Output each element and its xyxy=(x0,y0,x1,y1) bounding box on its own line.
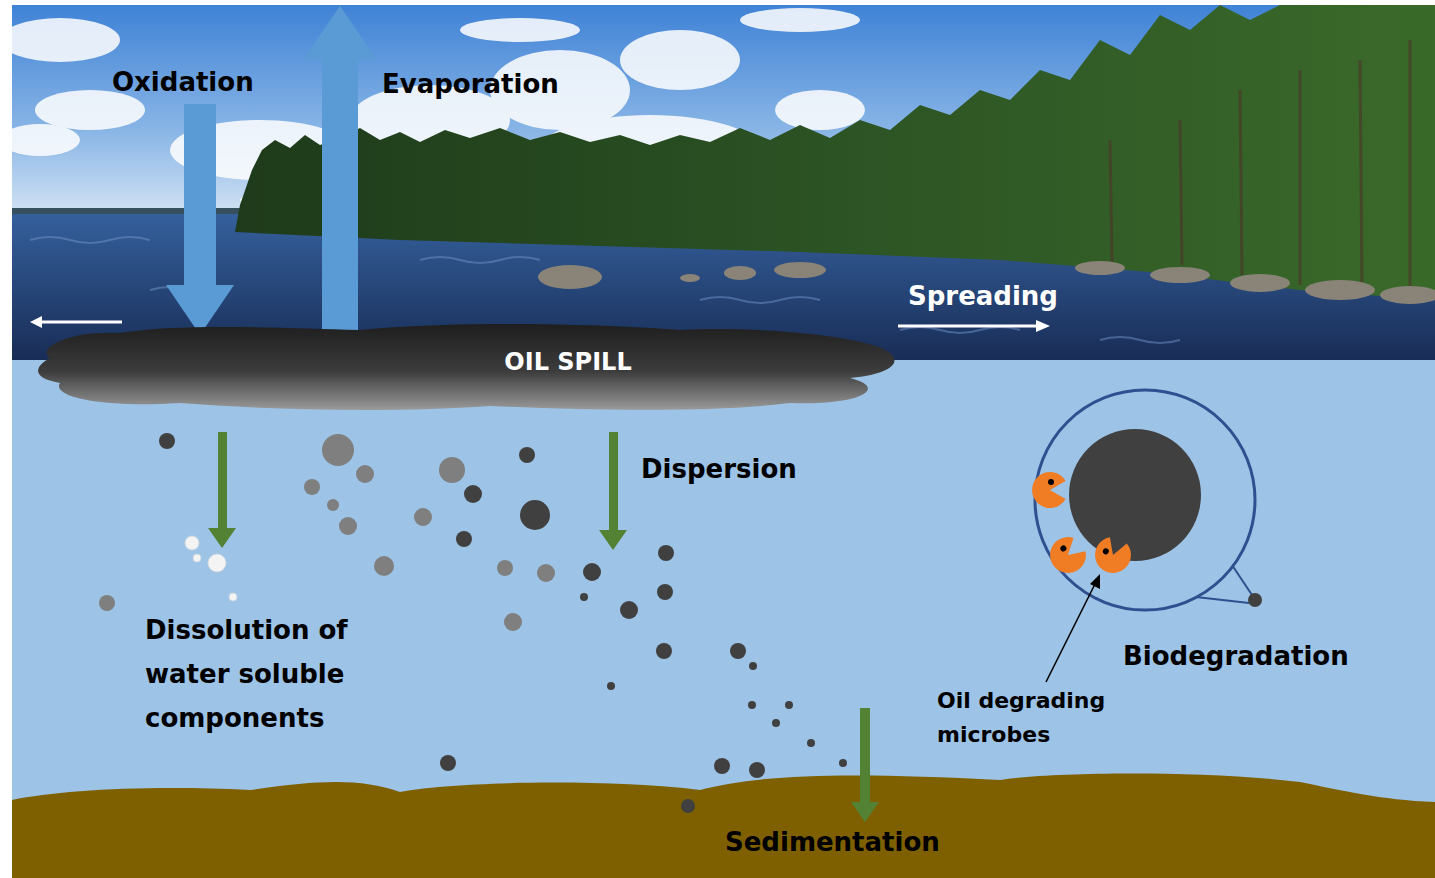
microbe-leader xyxy=(1046,574,1100,682)
process-label: Sedimentation xyxy=(725,826,940,859)
slick-shape xyxy=(30,318,900,413)
process-label: Oxidation xyxy=(112,66,254,99)
forest xyxy=(235,5,1435,300)
dispersed-droplets xyxy=(99,434,555,631)
process-label: Evaporation xyxy=(382,68,559,101)
node-title: OIL SPILL xyxy=(504,348,631,376)
oil-spill-slick: OIL SPILL xyxy=(30,318,900,413)
sediment xyxy=(12,774,1435,878)
water-column xyxy=(12,360,1435,878)
dissolved-droplets xyxy=(185,536,237,601)
process-label: Spreading xyxy=(908,280,1058,313)
process-label: Biodegradation xyxy=(1123,640,1349,673)
biodegradation-zoom xyxy=(1035,390,1262,610)
tree-trunks xyxy=(1110,40,1410,295)
microbes xyxy=(1032,472,1135,580)
oxidation-arrow xyxy=(166,104,234,335)
process-label: Dispersion xyxy=(641,453,797,486)
callout-label: Oil degrading microbes xyxy=(937,684,1137,752)
evaporation-arrow xyxy=(303,6,377,370)
process-label: Dissolution of water soluble components xyxy=(145,608,407,740)
